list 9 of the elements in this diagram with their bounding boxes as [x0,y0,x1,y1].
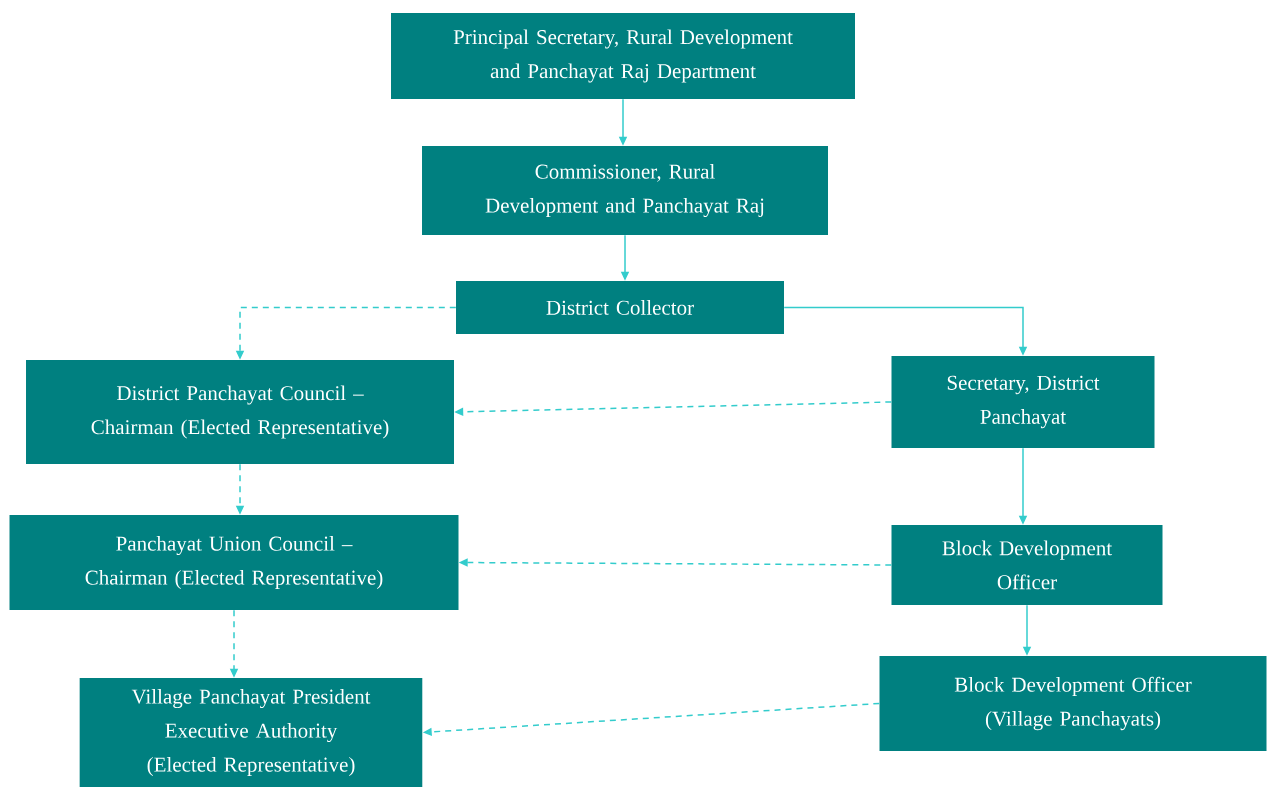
org-box: Panchayat Union Council – Chairman (Elected Representative) [9,515,459,610]
org-box: District Collector [456,281,784,334]
org-box: Principal Secretary, Rural Development and Panchayat Raj Department [391,13,855,99]
org-box: Block Development Officer (Village Panchayats) [879,656,1267,751]
org-box: Block Development Officer [891,525,1163,605]
org-box: Secretary, District Panchayat [891,356,1155,448]
org-box: Commissioner, Rural Development and Panchayat Raj [422,146,828,235]
org-box: Village Panchayat President Executive Authority (Elected Representative) [79,678,423,787]
org-box: District Panchayat Council – Chairman (Elected Representative) [26,360,454,464]
